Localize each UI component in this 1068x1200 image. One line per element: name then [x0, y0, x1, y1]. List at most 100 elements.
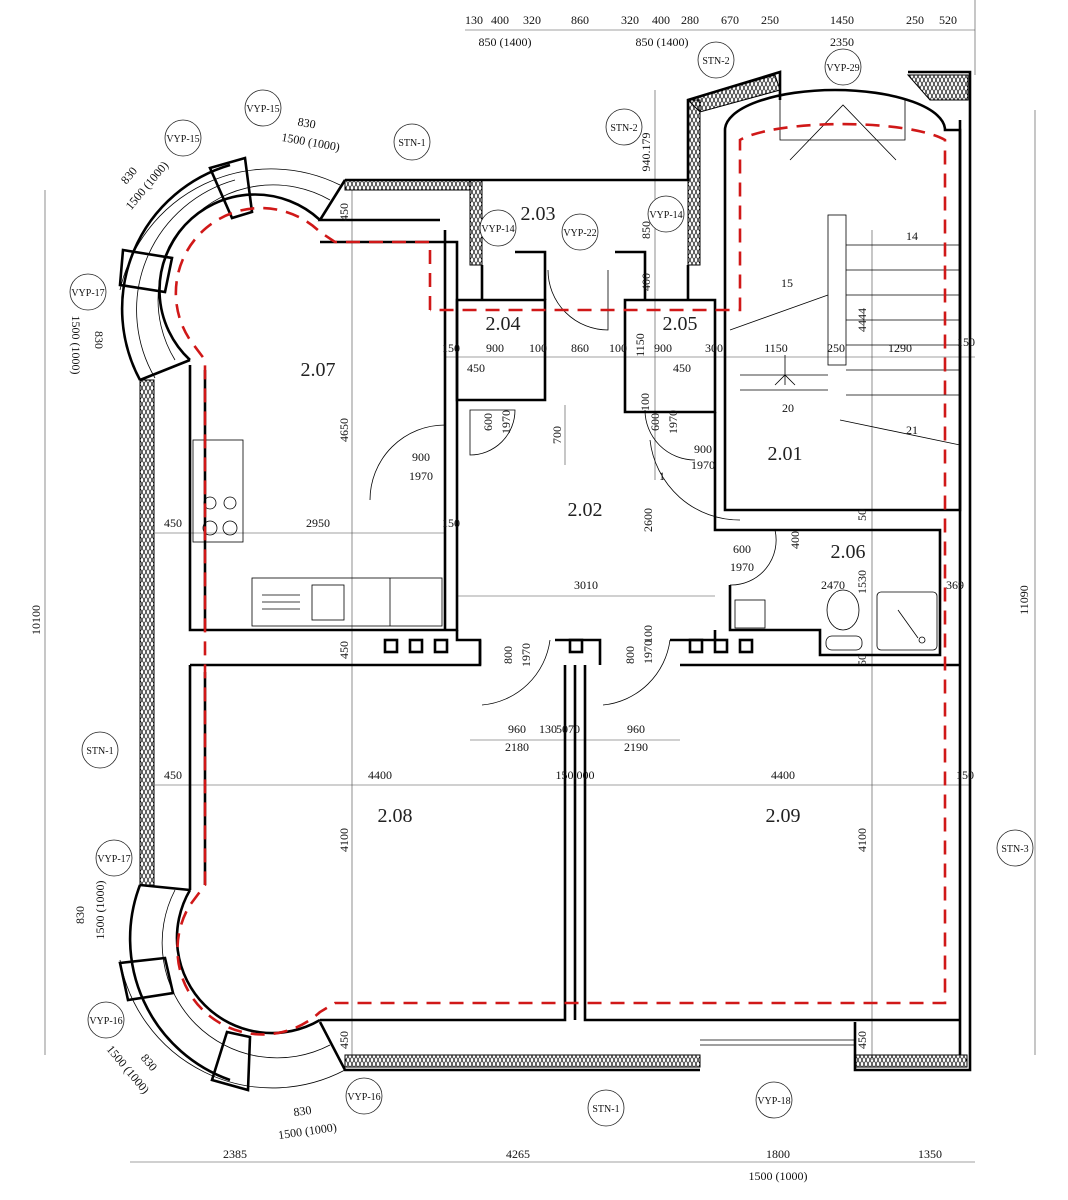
top-dimension: 850 (1400): [479, 35, 532, 49]
dimension-label: 900: [694, 442, 712, 456]
room-label: 2.06: [831, 541, 866, 563]
dimension-label: 4100: [337, 828, 351, 852]
callout-circle: [87, 1001, 125, 1039]
callout-tags: STN-1STN-2STN-2VYP-29VYP-15VYP-15VYP-17V…: [69, 41, 1034, 1127]
callout-circle: [479, 209, 517, 247]
dimension-label: 100: [609, 341, 627, 355]
callout-tag-label: STN-1: [398, 138, 425, 149]
top-dimension: 250: [761, 13, 779, 27]
dimension-label: 150: [956, 768, 974, 782]
dimension-label: 940.179: [639, 133, 653, 172]
dimension-label: 1970: [499, 410, 513, 434]
callout-tag-label: VYP-17: [97, 854, 130, 865]
dimension-label: 450: [337, 203, 351, 221]
dimension-label: 800: [623, 646, 637, 664]
callout-circle: [587, 1089, 625, 1127]
dimension-label: 1970: [666, 410, 680, 434]
dimension-label: 830: [297, 115, 317, 132]
dimension-label: 2600: [641, 508, 655, 532]
dimension-label: 1500 (1000): [69, 316, 83, 375]
exterior-walls: [119, 70, 972, 1089]
callout-tag-label: VYP-14: [649, 210, 682, 221]
top-dimension: 320: [621, 13, 639, 27]
callout-tag-label: STN-1: [592, 1104, 619, 1115]
dimension-label: 50: [855, 509, 869, 521]
overall-dimension-left: 10100: [29, 605, 43, 635]
top-dimension: 130: [465, 13, 483, 27]
top-dimension: 280: [681, 13, 699, 27]
bottom-dimension: 1500 (1000): [749, 1169, 808, 1183]
dimension-label: 14: [906, 229, 918, 243]
callout-circle: [697, 41, 735, 79]
dimension-label: 2950: [306, 516, 330, 530]
callout-tag-label: VYP-18: [757, 1096, 790, 1107]
dimension-label: 1500 (1000): [277, 1120, 337, 1142]
dimension-label: 700: [550, 426, 564, 444]
dimension-label: 100: [638, 393, 652, 411]
dimension-label: 1500 (1000): [280, 130, 341, 154]
dimension-label: 600: [481, 413, 495, 431]
room-label: 2.04: [486, 313, 521, 335]
dimension-label: 21: [906, 423, 918, 437]
dimension-label: 20: [782, 401, 794, 415]
room-label: 2.03: [521, 203, 556, 225]
dimension-label: 450: [855, 1031, 869, 1049]
interior-walls: [188, 88, 962, 1022]
top-dimension: 670: [721, 13, 739, 27]
dimension-label: 130: [539, 722, 557, 736]
callout-tag-label: VYP-15: [246, 104, 279, 115]
callout-circle: [95, 839, 133, 877]
bathroom-fixtures: [734, 589, 938, 651]
dimension-label: 1530: [855, 570, 869, 594]
room-label: 2.09: [766, 805, 801, 827]
dimension-label: 1500 (1000): [104, 1042, 153, 1096]
dimension-lines: [44, 0, 1036, 1163]
bottom-dimension: 4265: [506, 1147, 530, 1161]
dimension-label: 2180: [505, 740, 529, 754]
dimension-label: 830: [73, 906, 87, 924]
callout-tag-label: VYP-16: [89, 1016, 122, 1027]
dimension-label: 1970: [691, 458, 715, 472]
top-dimension: 2350: [830, 35, 854, 49]
dimension-label: 150: [442, 341, 460, 355]
room-label: 2.08: [378, 805, 413, 827]
dimension-label: 830: [92, 331, 106, 349]
callout-tag-label: VYP-15: [166, 134, 199, 145]
top-dimension: 520: [939, 13, 957, 27]
room-label: 2.01: [768, 443, 803, 465]
dimension-label: 850: [639, 221, 653, 239]
dimension-label: 600: [648, 413, 662, 431]
dimension-label: 1: [659, 469, 665, 483]
top-dimension: 400: [491, 13, 509, 27]
window-openings: [118, 156, 254, 1092]
dimension-label: 450: [673, 361, 691, 375]
dimension-label: 1500 (1000): [93, 881, 107, 940]
dimension-label: 4400: [771, 768, 795, 782]
callout-tag-label: STN-2: [610, 123, 637, 134]
dimension-label: 450: [164, 516, 182, 530]
bottom-dimension: 2385: [223, 1147, 247, 1161]
callout-tag-label: VYP-17: [71, 288, 104, 299]
callout-circle: [755, 1081, 793, 1119]
dimension-label: 2190: [624, 740, 648, 754]
bottom-dimension: 1800: [766, 1147, 790, 1161]
dimension-label: 960: [627, 722, 645, 736]
dimension-label: 2470: [821, 578, 845, 592]
top-dimension: 400: [652, 13, 670, 27]
dimension-label: 1970: [641, 640, 655, 664]
top-dimension: 1450: [830, 13, 854, 27]
callout-circle: [81, 731, 119, 769]
callout-tag-label: VYP-29: [826, 63, 859, 74]
apartment-boundary: [174, 122, 947, 1036]
callout-circle: [69, 273, 107, 311]
callout-circle: [824, 48, 862, 86]
dimension-label: 860: [571, 341, 589, 355]
dimension-label: 900: [654, 341, 672, 355]
dimension-label: 150.000: [556, 768, 595, 782]
dimension-label: 600: [733, 542, 751, 556]
dimension-label: 1290: [888, 341, 912, 355]
dimension-label: 450: [164, 768, 182, 782]
dimension-label: 450: [337, 1031, 351, 1049]
callout-circle: [605, 108, 643, 146]
